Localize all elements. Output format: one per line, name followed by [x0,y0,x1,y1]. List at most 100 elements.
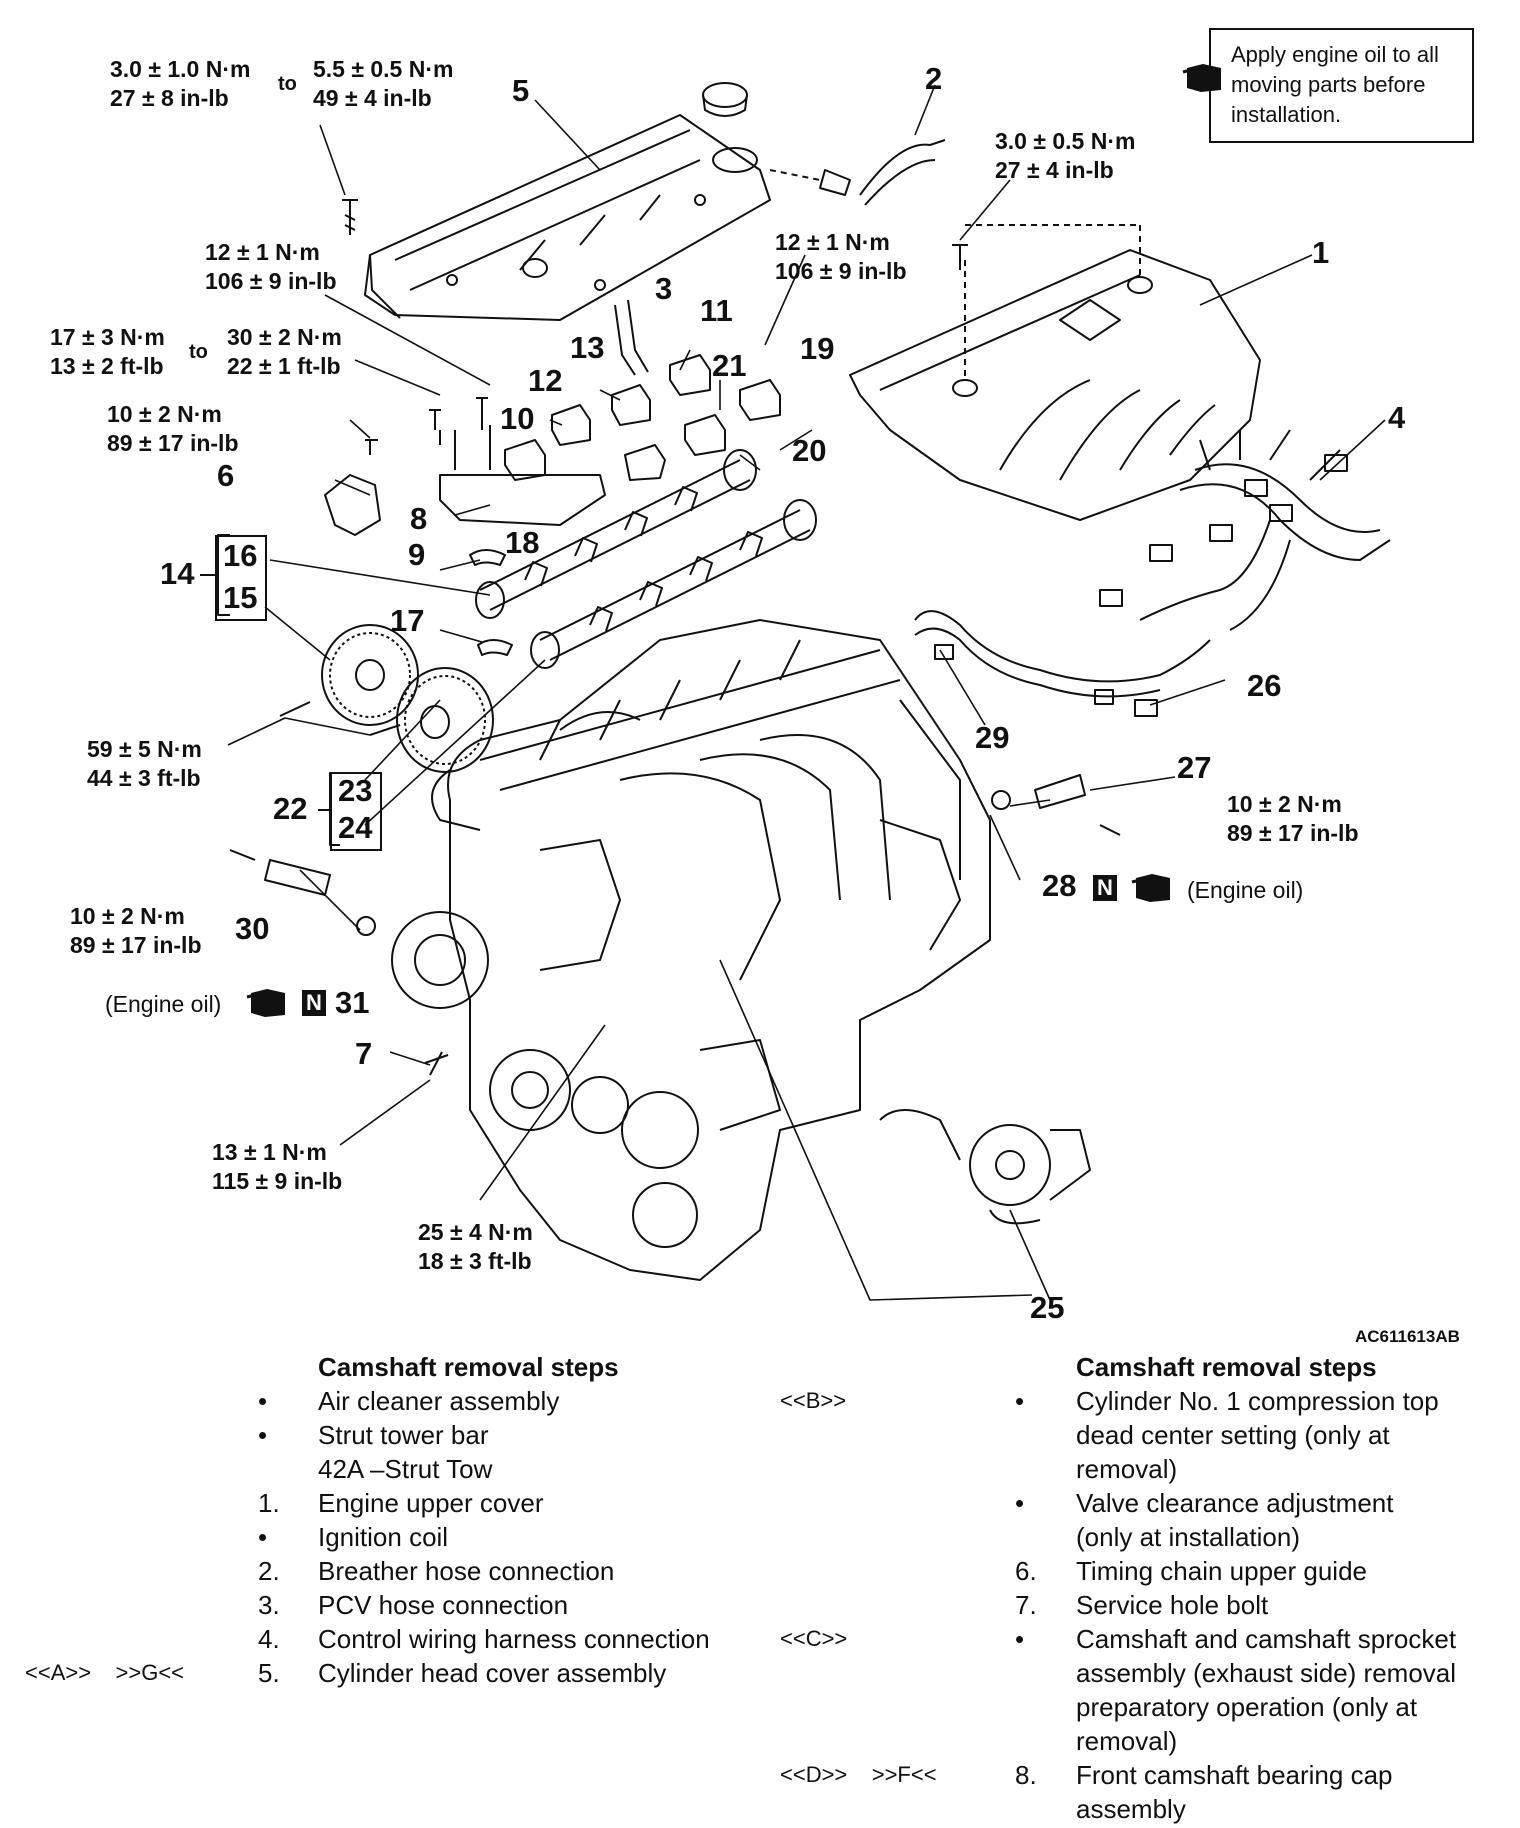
step-text: Air cleaner assembly [318,1386,560,1416]
front-bearing-cap-assembly [439,474,606,526]
torque-12a: 12 ± 1 N·m 106 ± 9 in-lb [205,239,337,294]
step-text: Camshaft and camshaft sprocket assembly … [1076,1624,1457,1756]
step-text: Cylinder head cover assembly [318,1658,667,1688]
step-number: 3. [258,1590,280,1620]
bracket-box-14 [215,535,267,621]
torque-to-label: to [278,73,297,95]
bearing-caps [504,354,781,481]
step-text: Timing chain upper guide [1076,1556,1367,1586]
torque-10c: 10 ± 2 N·m 89 ± 17 in-lb [70,903,202,958]
part-num-25: 25 [1030,1290,1065,1325]
part-num-17: 17 [390,603,425,638]
torque-upper-cover: 3.0 ± 0.5 N·m 27 ± 4 in-lb [995,128,1136,183]
part-num-11: 11 [700,293,733,328]
part-num-6: 6 [217,458,235,493]
oil-can-icon [1131,874,1170,902]
part-num-16: 16 [223,538,258,573]
step-text: Strut tower bar [318,1420,489,1450]
step-marker: <<B>> [780,1388,847,1413]
step-marker: <<A>> >>G<< [25,1660,185,1685]
step-bullet: • [1015,1386,1025,1416]
part-num-30: 30 [235,911,270,946]
step-text: 42A –Strut Tow [318,1454,493,1484]
step-text: Valve clearance adjustment (only at inst… [1076,1488,1394,1552]
engine-oil-label-left: (Engine oil) [105,991,222,1017]
part-num-18: 18 [505,525,540,560]
breather-hose [859,139,946,206]
part-num-13: 13 [570,330,605,365]
control-wiring-harness [1099,429,1391,631]
torque-12b: 12 ± 1 N·m 106 ± 9 in-lb [775,229,907,284]
part-num-29: 29 [975,720,1010,755]
part-num-12: 12 [528,363,563,398]
removal-steps: Camshaft removal steps • Air cleaner asse… [0,1350,1520,1828]
leader-lines [227,84,1386,1301]
step-number: 1. [258,1488,280,1518]
part-num-24: 24 [338,810,373,845]
step-bullet: • [1015,1488,1025,1518]
step-text: PCV hose connection [318,1590,569,1620]
engine-exploded-diagram [200,82,1391,1301]
engine-oil-label-right: (Engine oil) [1187,877,1304,903]
o-ring-28 [991,790,1011,810]
step-bullet: • [1015,1624,1025,1654]
part-num-3: 3 [655,271,673,306]
part-num-19: 19 [800,331,835,366]
note-text: Apply engine oil to all moving parts bef… [1231,42,1439,127]
torque-13: 13 ± 1 N·m 115 ± 9 in-lb [212,1139,343,1194]
cylinder-head-cover [364,82,771,321]
part-num-22: 22 [273,791,308,826]
step-number: 8. [1015,1760,1037,1790]
part-num-4: 4 [1388,400,1406,435]
part-num-8: 8 [410,501,428,536]
step-text: Control wiring harness connection [318,1624,710,1654]
bracket-box-22 [330,772,382,851]
part-num-9: 9 [408,537,426,572]
figure-id: AC611613AB [1355,1327,1460,1346]
timing-chain-upper-guide [324,474,381,536]
part-num-31: 31 [335,985,370,1020]
step-text: Front camshaft bearing cap assembly [1076,1760,1393,1824]
step-number: 5. [258,1658,280,1688]
step-bullet: • [258,1386,268,1416]
part-num-10: 10 [500,401,535,436]
part-num-1: 1 [1312,235,1330,270]
step-number: 7. [1015,1590,1037,1620]
camshaft-sprockets [321,624,494,773]
upper-cover-bolt [952,244,968,270]
part-num-20: 20 [792,433,827,468]
torque-to-label-2: to [189,341,208,363]
step-text: Engine upper cover [318,1488,544,1518]
engine-upper-cover [849,249,1261,521]
torque-17: 17 ± 3 N·m 13 ± 2 ft-lb [50,324,165,379]
o-ring-31 [356,916,376,936]
part-num-27: 27 [1177,750,1212,785]
left-steps-heading: Camshaft removal steps [318,1352,619,1382]
engine-block [447,619,991,1281]
part-num-26: 26 [1247,668,1282,703]
step-bullet: • [258,1420,268,1450]
wiring-harness-lower [914,610,1211,683]
crank-pulley [391,911,489,1009]
part-num-2: 2 [925,61,943,96]
torque-30: 30 ± 2 N·m 22 ± 1 ft-lb [227,324,342,379]
step-marker: <<C>> [780,1626,848,1651]
torque-59: 59 ± 5 N·m 44 ± 3 ft-lb [87,736,202,791]
oil-can-icon [1182,64,1221,92]
part-num-28: 28 [1042,868,1077,903]
n-badge-31: N [302,990,326,1016]
right-steps-heading: Camshaft removal steps [1076,1352,1377,1382]
torque-head-bolt-b: 5.5 ± 0.5 N·m 49 ± 4 in-lb [313,56,454,111]
step-marker: <<D>> >>F<< [780,1762,937,1787]
part-num-14: 14 [160,556,195,591]
step-text: Service hole bolt [1076,1590,1269,1620]
part-num-21: 21 [712,348,747,383]
sprocket-bolts [279,701,401,736]
power-steering-pulley [969,1124,1051,1206]
n-badge-28: N [1093,875,1117,901]
step-bullet: • [258,1522,268,1552]
step-text: Cylinder No. 1 compression top dead cent… [1076,1386,1439,1484]
note-box: Apply engine oil to all moving parts bef… [1182,28,1474,143]
step-number: 2. [258,1556,280,1586]
step-text: Ignition coil [318,1522,449,1552]
